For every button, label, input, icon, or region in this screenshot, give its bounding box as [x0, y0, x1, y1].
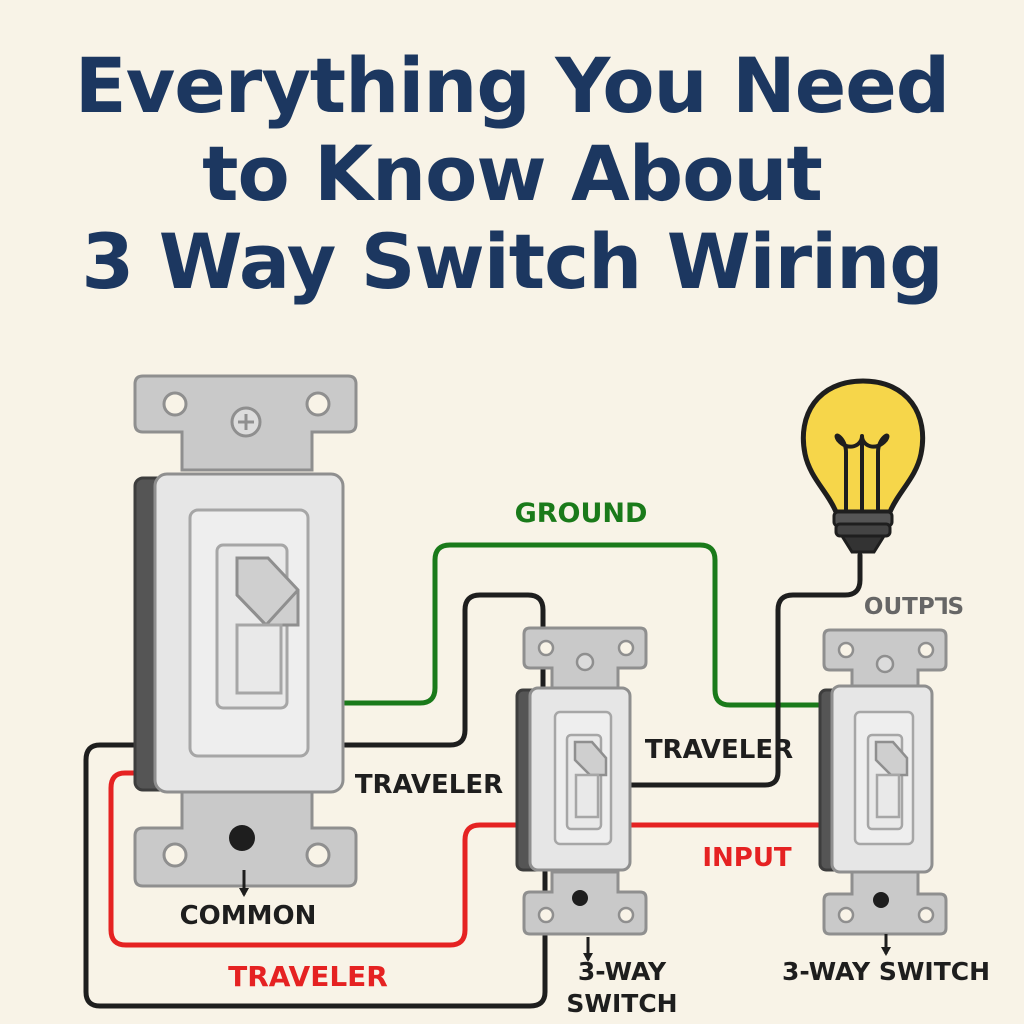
page-title: Everything You Need to Know About 3 Way …	[0, 42, 1024, 306]
switch-right	[818, 628, 948, 936]
traveler-wire-black-left	[342, 592, 546, 748]
mount-hole	[837, 906, 855, 924]
switch-middle	[515, 626, 648, 936]
traveler-label-bottom: TRAVELER	[228, 960, 388, 993]
arrow-icon	[583, 937, 593, 962]
switch-right-label: 3-WAY SWITCH	[782, 957, 990, 986]
terminal-screw	[873, 892, 889, 908]
arrow-icon	[239, 870, 249, 897]
light-bulb-icon	[800, 378, 926, 554]
input-label: INPUT	[702, 843, 792, 873]
switch-left	[133, 374, 358, 888]
screw-icon	[230, 406, 262, 438]
mount-hole	[617, 639, 635, 657]
terminal-screw	[572, 890, 588, 906]
wires	[83, 542, 863, 1009]
common-terminal-screw	[229, 825, 255, 851]
screw-icon	[575, 652, 595, 672]
mount-hole	[917, 906, 935, 924]
ground-wire	[342, 542, 828, 708]
traveler-wire-black-right	[627, 552, 863, 788]
mount-hole	[617, 906, 635, 924]
mount-hole	[305, 391, 331, 417]
title-line-1: Everything You Need	[74, 41, 950, 130]
toggle-icon	[565, 733, 608, 831]
switch-middle-label-line2: SWITCH	[566, 989, 677, 1018]
arrow-icon	[881, 934, 891, 956]
output-label: OUTP⅂S	[864, 594, 964, 620]
mount-hole	[837, 641, 855, 659]
traveler-label-left: TRAVELER	[355, 770, 503, 800]
mount-hole	[162, 391, 188, 417]
common-wire-black	[83, 742, 548, 1009]
mount-hole	[162, 842, 188, 868]
traveler-label-right: TRAVELER	[645, 735, 793, 765]
ground-label: GROUND	[515, 498, 648, 529]
toggle-icon	[235, 556, 300, 695]
mount-hole	[917, 641, 935, 659]
toggle-icon	[866, 733, 909, 831]
traveler-wire-red-bottom	[108, 770, 528, 948]
mount-hole	[305, 842, 331, 868]
mount-hole	[537, 639, 555, 657]
screw-icon	[875, 654, 895, 674]
switch-middle-label-line1: 3-WAY	[578, 957, 667, 986]
title-line-3: 3 Way Switch Wiring	[81, 217, 943, 306]
common-label: COMMON	[180, 901, 317, 931]
mount-hole	[537, 906, 555, 924]
title-line-2: to Know About	[202, 129, 823, 218]
